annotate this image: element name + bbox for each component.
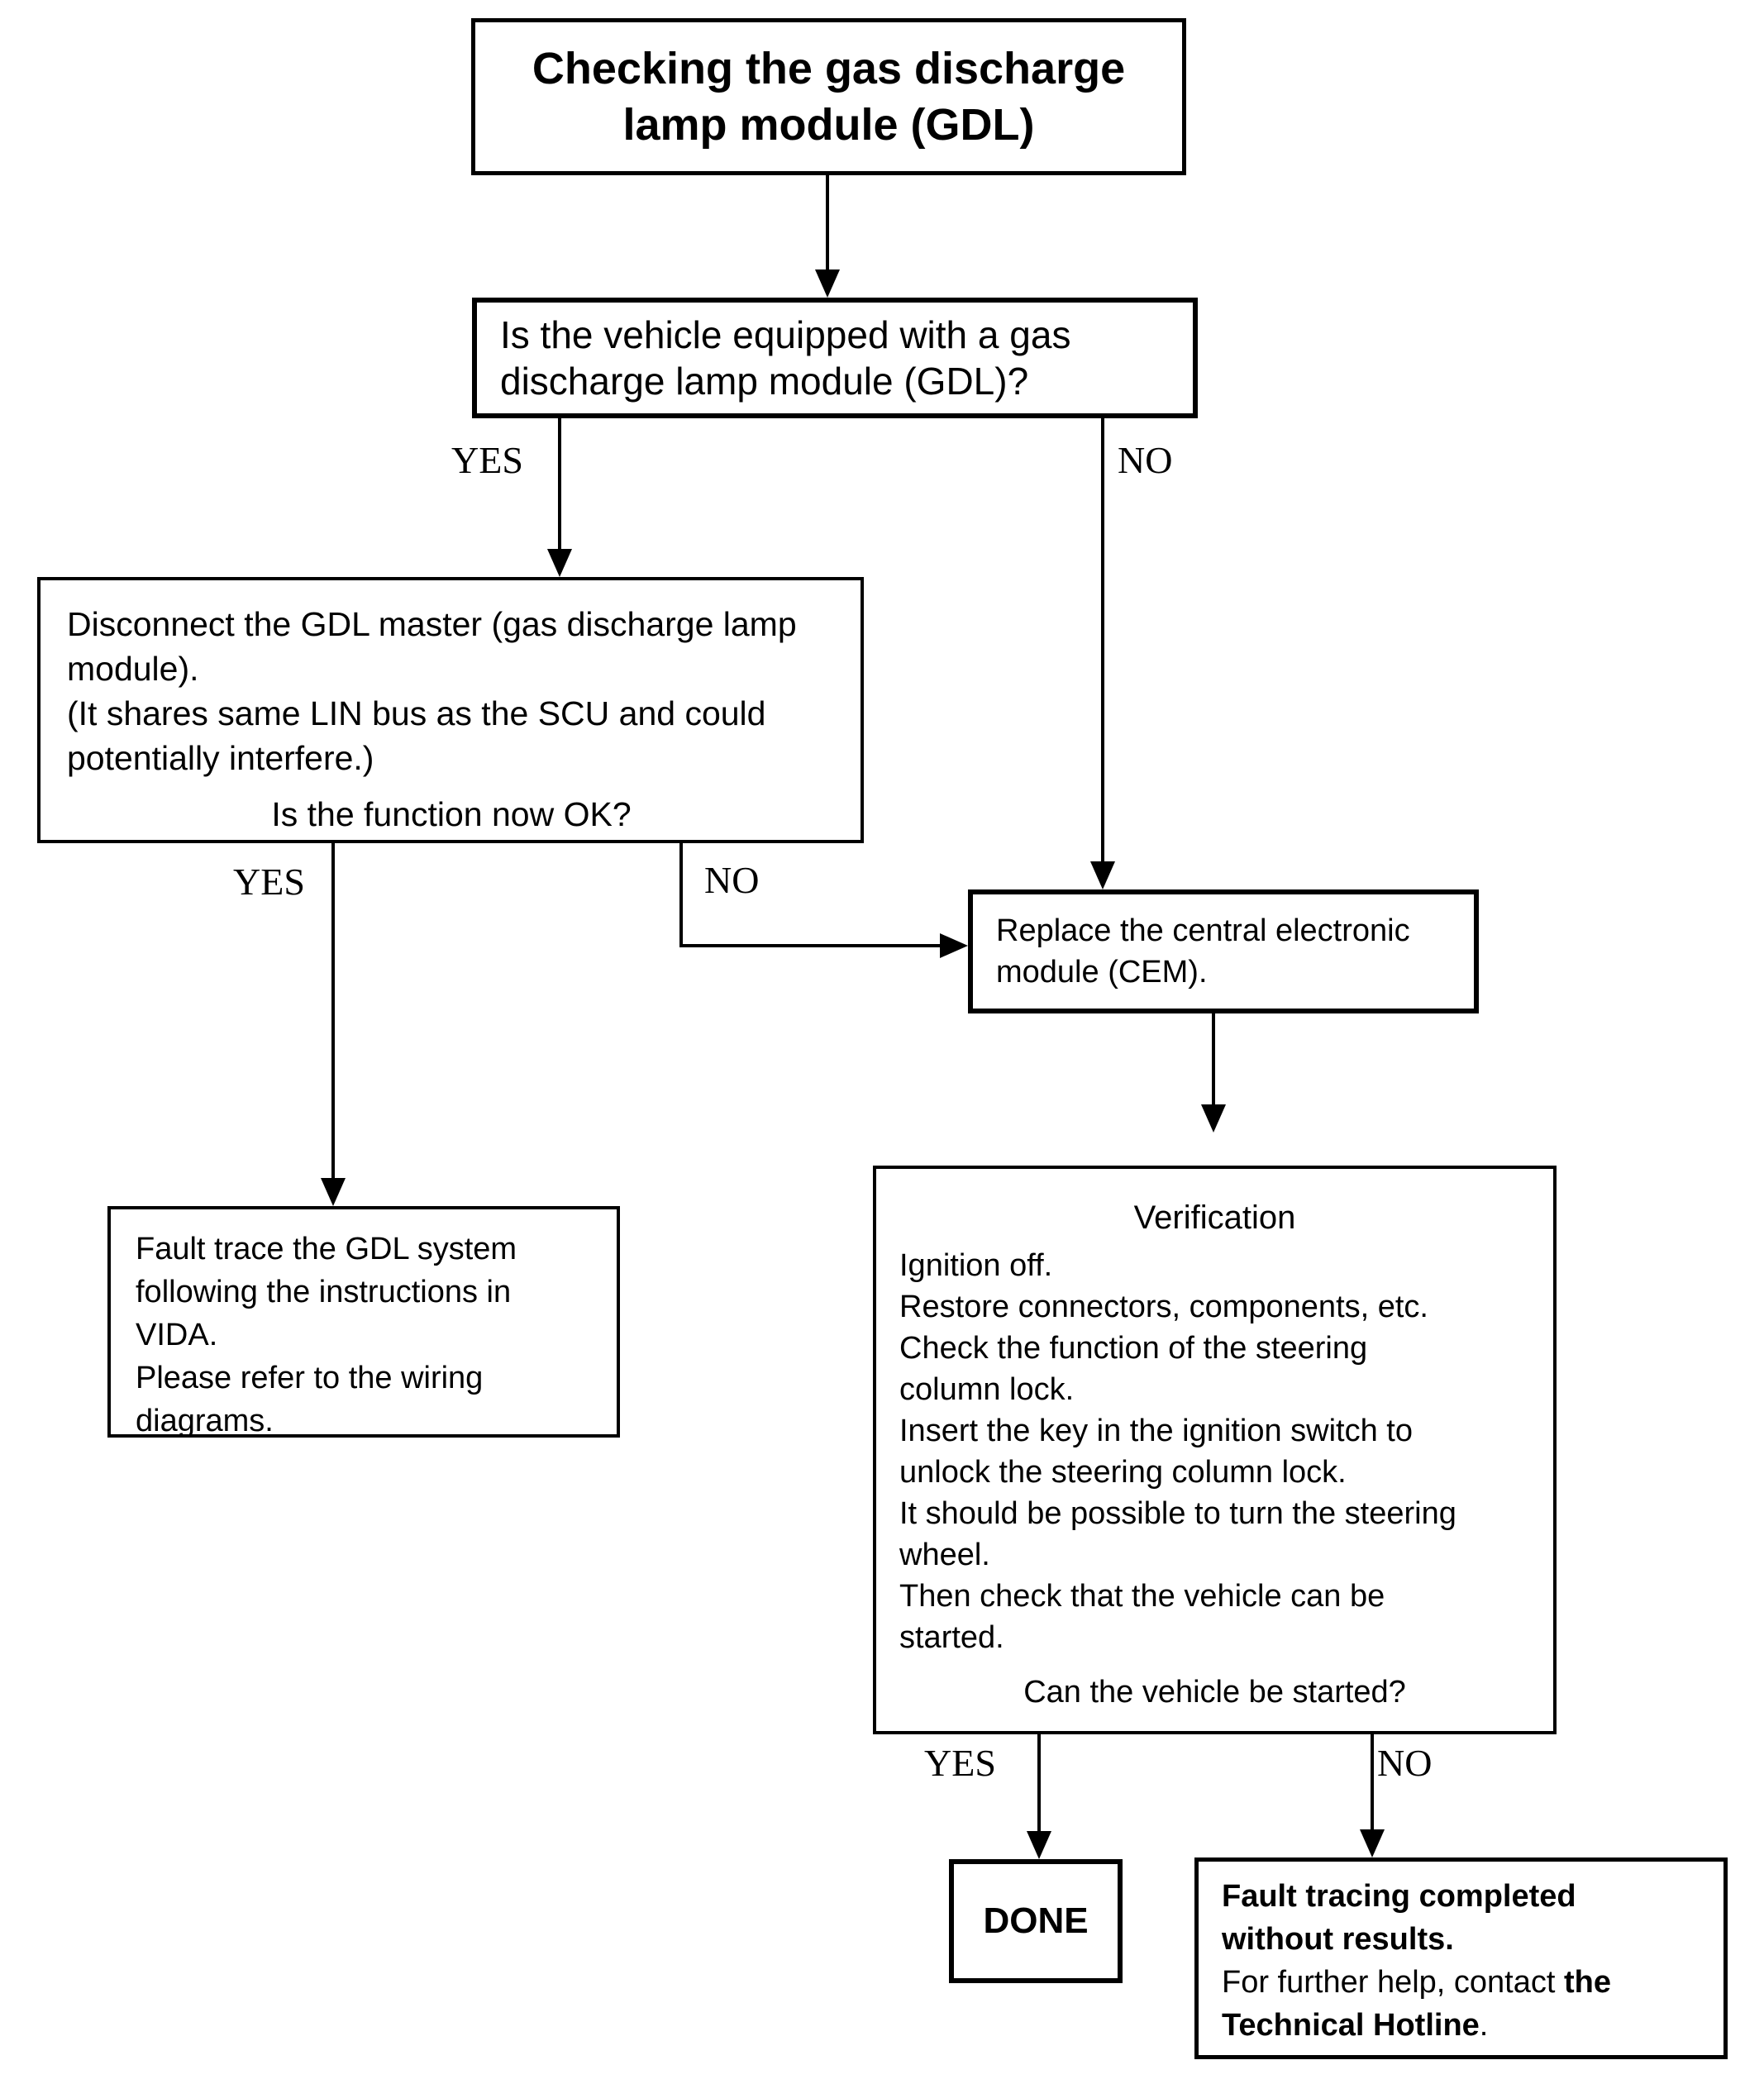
arrow-yes-to-fault-trace-line <box>331 843 335 1178</box>
arrowhead-down-icon <box>1360 1829 1385 1857</box>
arrowhead-down-icon <box>321 1178 346 1206</box>
text-line: wheel. <box>899 1538 990 1572</box>
disconnect-text: Disconnect the GDL master (gas discharge… <box>67 602 836 780</box>
text-line: module). <box>67 650 199 688</box>
text-line: Replace the central electronic <box>996 913 1410 948</box>
text-line: column lock. <box>899 1372 1075 1407</box>
text-line: Disconnect the GDL master (gas discharge… <box>67 605 797 643</box>
fault-tracing-completed-box: Fault tracing completed without results. F… <box>1194 1857 1728 2059</box>
yes-label-function-ok: YES <box>233 861 305 903</box>
disconnect-gdl-master-box: Disconnect the GDL master (gas discharge… <box>37 577 864 843</box>
arrow-cem-to-verification-line <box>1212 1013 1215 1104</box>
text-line: potentially interfere.) <box>67 739 374 777</box>
vehicle-started-question: Can the vehicle be started? <box>1023 1675 1406 1710</box>
text-segment: . <box>1479 2008 1489 2043</box>
text-line: Checking the gas discharge <box>532 44 1126 93</box>
function-ok-question: Is the function now OK? <box>271 795 632 833</box>
text-segment: For further help, contact <box>1222 1965 1564 2000</box>
text-line: without results. <box>1222 1918 1709 1961</box>
arrow-no-to-cem-line <box>1101 418 1104 861</box>
yes-label-equipped: YES <box>451 439 523 481</box>
arrow-yes-to-done-line <box>1037 1734 1041 1831</box>
text-line: VIDA. <box>136 1318 218 1352</box>
text-line: Check the function of the steering <box>899 1331 1368 1366</box>
text-line: Please refer to the wiring <box>136 1361 484 1395</box>
text-line: For further help, contact the <box>1222 1961 1709 2004</box>
arrowhead-down-icon <box>815 269 840 298</box>
arrow-yes-to-disconnect-line <box>558 418 561 549</box>
text-line: started. <box>899 1620 1004 1655</box>
arrow-no-to-hotline-line <box>1371 1734 1374 1829</box>
verification-box: Verification Ignition off. Restore connec… <box>873 1166 1557 1734</box>
text-line: Then check that the vehicle can be <box>899 1579 1385 1614</box>
replace-cem-box: Replace the central electronic module (CE… <box>968 889 1479 1013</box>
no-label-function-ok: NO <box>704 859 760 901</box>
text-segment: Fault tracing completed <box>1222 1879 1576 1914</box>
arrowhead-down-icon <box>1027 1831 1051 1859</box>
text-line: It should be possible to turn the steeri… <box>899 1496 1456 1531</box>
text-line: unlock the steering column lock. <box>899 1455 1347 1490</box>
text-segment: the <box>1563 1965 1611 2000</box>
text-line: Technical Hotline. <box>1222 2004 1709 2047</box>
text-line: (It shares same LIN bus as the SCU and c… <box>67 694 766 732</box>
text-line: diagrams. <box>136 1404 274 1438</box>
verification-steps: Ignition off. Restore connectors, compone… <box>899 1245 1530 1658</box>
text-line: Restore connectors, components, etc. <box>899 1290 1428 1324</box>
text-segment: without results. <box>1222 1922 1454 1957</box>
text-line: module (CEM). <box>996 955 1208 990</box>
fault-trace-vida-box: Fault trace the GDL system following the … <box>107 1206 620 1438</box>
arrowhead-down-icon <box>1090 861 1115 889</box>
text-line: Is the vehicle equipped with a gas <box>500 313 1071 356</box>
text-line: Fault trace the GDL system <box>136 1232 517 1266</box>
title-box: Checking the gas discharge lamp module (G… <box>471 18 1186 175</box>
arrow-title-to-question-line <box>826 175 829 269</box>
arrowhead-down-icon <box>547 549 572 577</box>
done-label: DONE <box>983 1900 1089 1941</box>
no-label-equipped: NO <box>1118 439 1173 481</box>
text-line: following the instructions in <box>136 1275 512 1309</box>
text-line: lamp module (GDL) <box>622 100 1035 150</box>
verification-title: Verification <box>1133 1199 1296 1236</box>
text-line: Fault tracing completed <box>1222 1875 1709 1918</box>
text-line: Insert the key in the ignition switch to <box>899 1414 1413 1448</box>
text-line: Ignition off. <box>899 1248 1053 1283</box>
yes-label-started: YES <box>924 1742 996 1784</box>
text-line: discharge lamp module (GDL)? <box>500 360 1029 403</box>
arrowhead-down-icon <box>1201 1104 1226 1133</box>
no-label-started: NO <box>1377 1742 1433 1784</box>
arrow-no-to-cem-horizontal-line <box>679 944 940 947</box>
arrow-no-to-cem-vertical-line <box>679 843 683 947</box>
done-box: DONE <box>949 1859 1123 1983</box>
text-segment: Technical Hotline <box>1222 2008 1480 2043</box>
arrowhead-right-icon <box>940 933 968 958</box>
